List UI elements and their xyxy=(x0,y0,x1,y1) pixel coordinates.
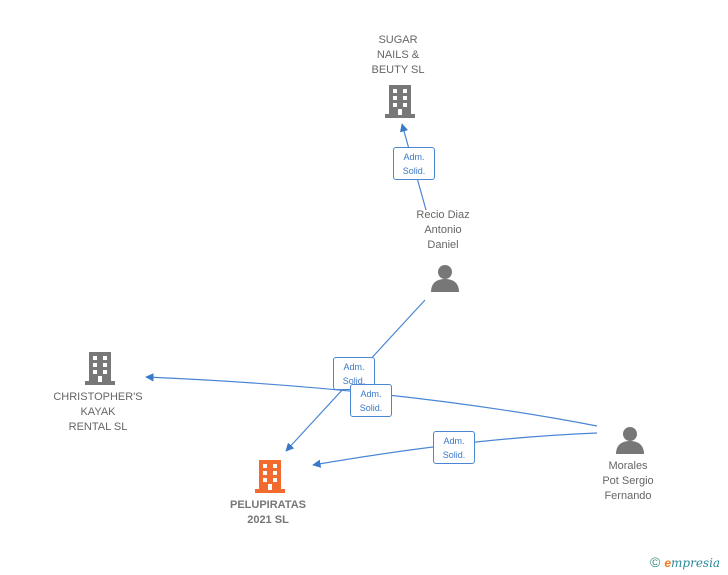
person-icon[interactable] xyxy=(615,425,645,455)
brand-e: e xyxy=(664,556,672,570)
brand-logo: ©empresia xyxy=(650,554,720,570)
brand-name: mpresia xyxy=(671,556,721,570)
company-label-christopher[interactable]: CHRISTOPHER'S KAYAK RENTAL SL xyxy=(53,391,143,433)
relation-tag-recio-sugar[interactable]: Adm. Solid. xyxy=(393,147,435,180)
person-label-recio[interactable]: Recio Diaz Antonio Daniel xyxy=(416,209,470,251)
person-icon[interactable] xyxy=(430,263,460,293)
building-icon[interactable] xyxy=(384,83,416,119)
copyright-symbol: © xyxy=(650,554,661,570)
building-icon[interactable] xyxy=(84,350,116,386)
building-icon[interactable] xyxy=(254,458,286,494)
relation-tag-morales-pelupiratas[interactable]: Adm. Solid. xyxy=(433,431,475,464)
company-label-pelupiratas[interactable]: PELUPIRATAS 2021 SL xyxy=(230,499,306,526)
person-label-morales[interactable]: Morales Pot Sergio Fernando xyxy=(602,460,654,502)
company-label-sugar[interactable]: SUGAR NAILS & BEUTY SL xyxy=(371,34,425,76)
relation-tag-morales-christopher[interactable]: Adm. Solid. xyxy=(350,384,392,417)
